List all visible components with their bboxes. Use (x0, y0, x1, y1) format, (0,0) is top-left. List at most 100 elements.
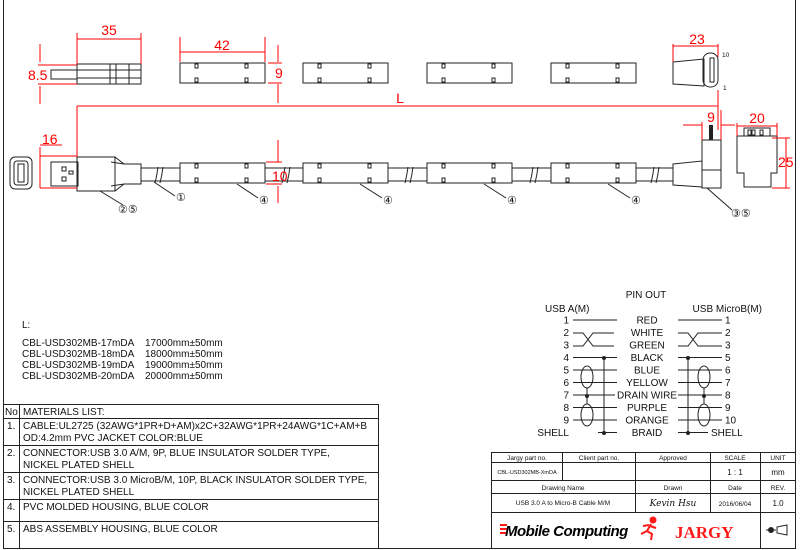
company-logo: Mobile Computing JARGY (500, 516, 734, 542)
pin-right: 2 (725, 328, 731, 339)
pinout-right-title: USB MicroB(M) (693, 304, 762, 315)
pin-left: 6 (563, 378, 569, 389)
materials-no: 1. (7, 421, 15, 432)
pinout-title: PIN OUT (626, 290, 667, 301)
tb-date: 2016/06/04 (719, 501, 752, 508)
tb-h-date: Date (728, 485, 742, 492)
length-title: L: (22, 320, 30, 331)
tb-unit: mm (771, 468, 785, 477)
running-man-icon (640, 516, 657, 541)
callout-housing-1: ④ (259, 195, 269, 207)
usb-a-end-view (9, 156, 33, 190)
dim-microb-thickness: 9 (707, 109, 715, 125)
housing-top-views (179, 62, 637, 84)
cable-od-dimension: 10 (266, 140, 288, 203)
pin-left: 8 (563, 403, 569, 414)
length-part: CBL-USD302MB-20mDA (22, 371, 135, 382)
materials-no: 2. (7, 448, 15, 459)
dim-microb-length: 23 (689, 31, 705, 47)
usb-a-plug (50, 156, 142, 192)
pin-left: 9 (563, 416, 569, 427)
pin-left: 5 (563, 366, 569, 377)
pin-right: 10 (725, 416, 737, 427)
materials-row: 3.CONNECTOR:USB 3.0 MicroB/M, 10P, BLACK… (7, 475, 367, 498)
dim-usb-a-tip-height: 8.5 (28, 67, 48, 83)
housing-top-4 (550, 62, 637, 84)
materials-line2: NICKEL PLATED SHELL (23, 487, 135, 498)
wire-color: DRAIN WIRE (617, 391, 677, 402)
materials-list: No MATERIALS LIST: 1.CABLE:UL2725 (32AWG… (3, 404, 379, 549)
callout-microb: ③⑤ (731, 208, 751, 220)
tb-drawing-name: USB 3.0 A to Micro-B Cable M/M (516, 500, 610, 507)
materials-no: 3. (7, 475, 15, 486)
materials-no: 5. (7, 524, 15, 535)
pin-right: 5 (725, 353, 731, 364)
tb-drawn-signature: Kevin Hsu (649, 499, 697, 509)
wire-color: WHITE (631, 328, 664, 339)
pinout-buses (573, 332, 722, 435)
materials-line2: NICKEL PLATED SHELL (23, 460, 135, 471)
pin-left: 3 (563, 341, 569, 352)
usb-a-side-view (50, 63, 142, 85)
pin-right: 9 (725, 403, 731, 414)
pinout-left-title: USB A(M) (545, 304, 589, 315)
tb-h-approved: Approved (659, 455, 687, 462)
pin-left: SHELL (537, 428, 569, 439)
materials-row: 2.CONNECTOR:USB 3.0 A/M, 9P, BLUE INSULA… (7, 448, 330, 471)
callout-usb-a: ②⑤ (118, 204, 138, 216)
tb-h-scale: SCALE (724, 455, 746, 462)
housing-1 (179, 162, 266, 184)
pin-right: 7 (725, 378, 731, 389)
length-part: CBL-USD302MB-18mDA (22, 349, 135, 360)
dim-housing-height: 9 (275, 65, 283, 81)
microb-dimensions: 23 (672, 31, 719, 62)
dim-cable-length: L (396, 90, 404, 106)
wire-color: GREEN (629, 341, 665, 352)
materials-line2: OD:4.2mm PVC JACKET COLOR:BLUE (23, 433, 203, 444)
tb-h-rev: REV. (771, 485, 786, 492)
dim-housing-length: 42 (214, 37, 230, 53)
logo-jargy: JARGY (675, 523, 734, 542)
pin-right: 8 (725, 391, 731, 402)
dim-microb-width: 20 (749, 110, 765, 126)
pin-right: SHELL (711, 428, 743, 439)
dim-usb-a-width: 16 (42, 131, 58, 147)
callout-housing-3: ④ (507, 195, 517, 207)
materials-header-no: No (5, 407, 18, 418)
cable-length-dimension: L (76, 90, 719, 157)
usb-a-width-dimension: 16 (39, 131, 77, 189)
pin-right: 1 (725, 316, 731, 327)
tb-h-drawn: Drawn (664, 485, 683, 492)
usb-a-dimensions: 35 8.5 (28, 22, 142, 104)
tb-scale: 1 : 1 (727, 468, 743, 477)
length-value: 20000mm±50mm (145, 371, 223, 382)
wire-color: BLACK (631, 353, 664, 364)
housing-3 (426, 162, 513, 184)
pin-left: 1 (563, 316, 569, 327)
pinout-row: 1 RED 1 (563, 316, 731, 327)
pin-left: 7 (563, 391, 569, 402)
wire-color: RED (636, 316, 657, 327)
tb-h-jargy-part: Jargy part no. (507, 455, 547, 462)
pinout-row: 3 GREEN 3 (563, 341, 731, 352)
pinout-row: 7 DRAIN WIRE 8 (563, 391, 731, 402)
tb-h-unit: UNIT (770, 455, 785, 462)
housing-top-2 (302, 62, 389, 84)
length-value: 19000mm±50mm (145, 360, 223, 371)
callouts: ②⑤ ① ④ ④ ④ ④ ③⑤ (99, 181, 751, 220)
wire-color: PURPLE (627, 403, 667, 414)
housing-dimensions: 42 9 (179, 37, 283, 103)
dim-cable-od: 10 (272, 168, 288, 184)
housing-top-3 (426, 62, 513, 84)
microb-plug (672, 125, 722, 189)
pin-mark-10: 10 (722, 52, 730, 59)
length-part: CBL-USD302MB-17mDA (22, 338, 135, 349)
pin-right: 3 (725, 341, 731, 352)
